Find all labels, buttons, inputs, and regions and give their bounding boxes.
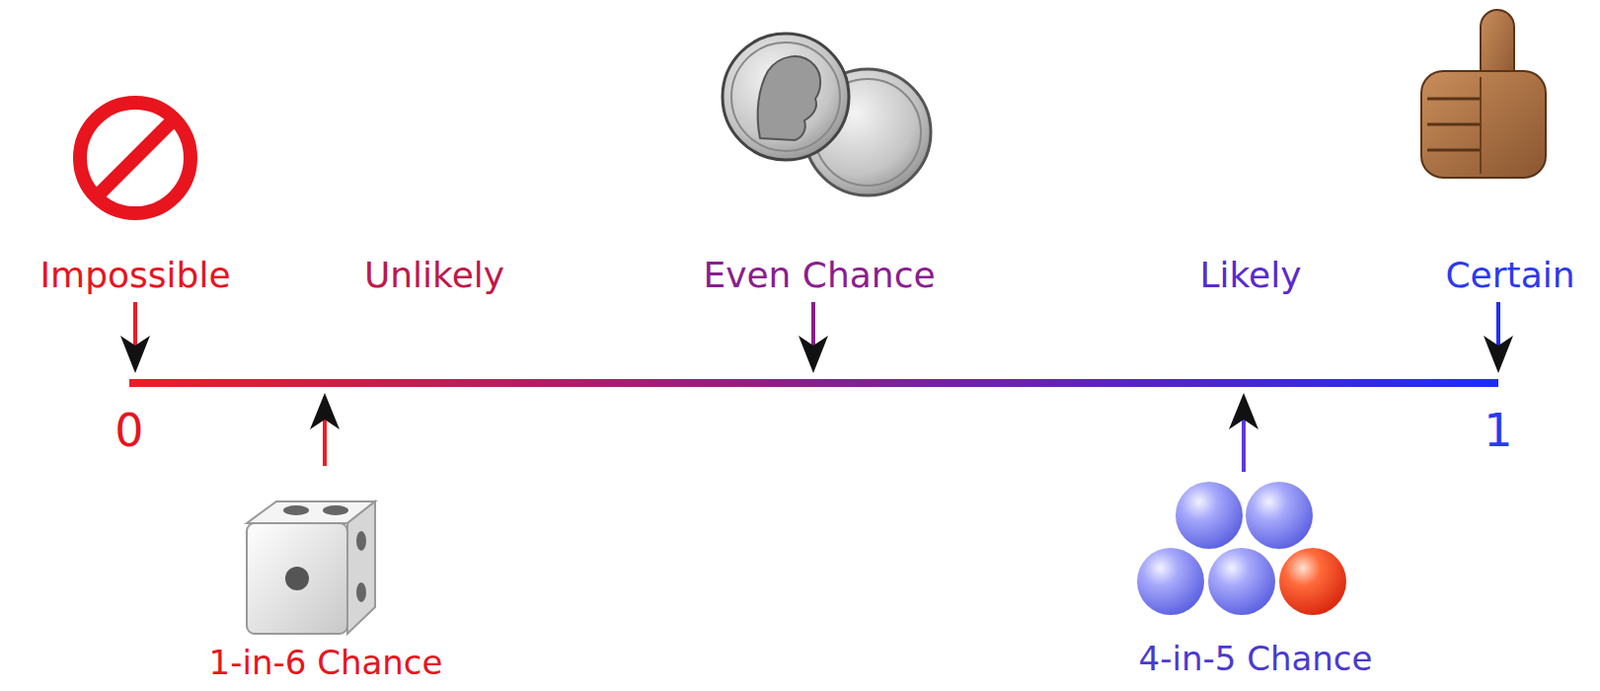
number-line: [129, 379, 1499, 387]
chance-label: 4-in-5 Chance: [1139, 640, 1373, 678]
scale-label: Unlikely: [364, 255, 505, 296]
dice-arrow: [309, 392, 340, 466]
scale-number: 0: [114, 405, 144, 457]
no-entry-sign: [79, 102, 191, 214]
scale-label: Certain: [1445, 255, 1575, 296]
thumbs-up: [1421, 9, 1546, 178]
scale-label: Likely: [1199, 255, 1301, 296]
certain-arrow: [1483, 302, 1514, 374]
scale-label: Impossible: [39, 255, 230, 296]
balls: [1137, 481, 1347, 615]
balls-arrow: [1228, 392, 1259, 472]
scale-label: Even Chance: [702, 255, 935, 296]
even-chance-arrow: [798, 302, 829, 374]
scale-number: 1: [1483, 405, 1513, 457]
die: [246, 501, 376, 634]
impossible-arrow: [120, 302, 151, 374]
chance-label: 1-in-6 Chance: [209, 644, 444, 682]
coins: [722, 33, 931, 196]
